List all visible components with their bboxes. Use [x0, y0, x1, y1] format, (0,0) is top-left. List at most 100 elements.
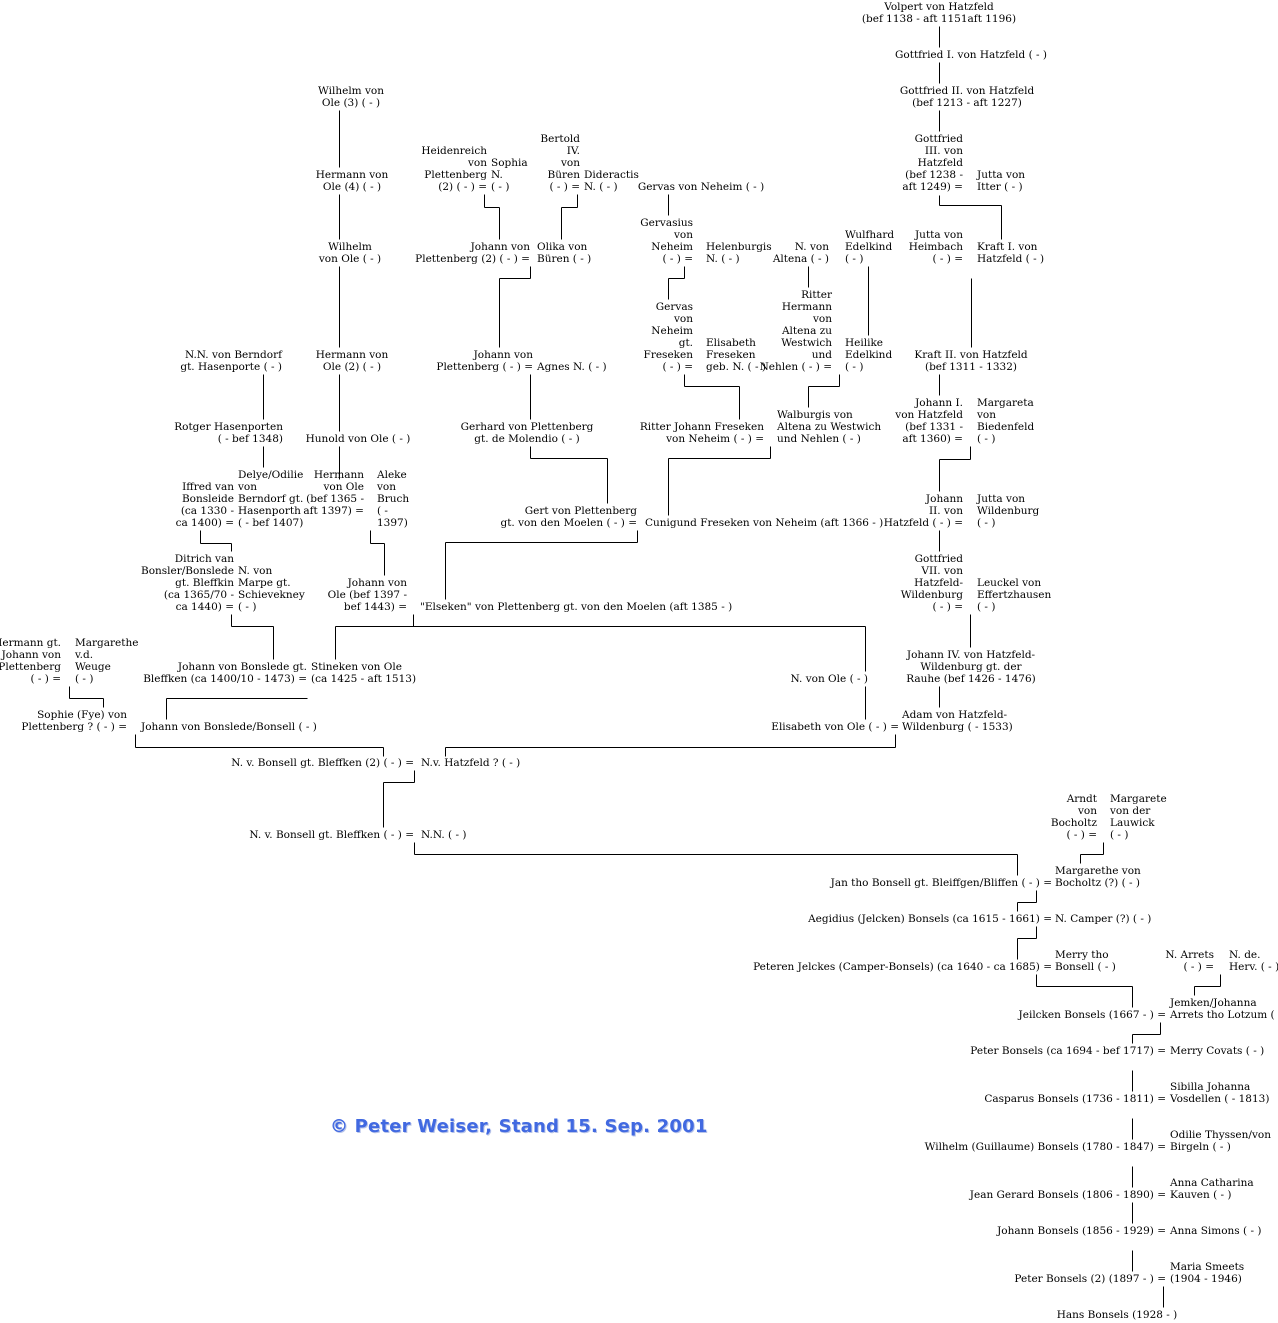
person-text-line: Margareta	[977, 397, 1034, 409]
person-johann-b: Johann Bonsels (1856 - 1929) =	[997, 1225, 1166, 1237]
person-text-line: Kraft I. von	[977, 241, 1038, 253]
person-text-line: Biedenfeld	[977, 421, 1035, 433]
person-text-line: Gerhard von Plettenberg	[460, 421, 594, 433]
person-text-line: Effertzhausen	[977, 589, 1052, 601]
person-text-line: Wildenburg gt. der	[920, 661, 1022, 673]
person-text-line: Ole (4) ( - )	[322, 181, 382, 193]
person-text-line: Neheim	[651, 325, 693, 337]
person-text-line: Heidenreich	[421, 145, 487, 157]
person-text-line: gt. Bleffkin	[175, 577, 234, 589]
person-text-line: Dideractis	[584, 169, 639, 181]
person-merry-covats: Merry Covats ( - )	[1170, 1045, 1264, 1057]
person-text-line: Ritter Johann Freseken	[639, 421, 764, 433]
person-text-line: Bonsleide	[181, 493, 234, 505]
person-text-line: ( - bef 1348)	[217, 433, 283, 445]
person-text-line: aft 1397) =	[303, 505, 364, 517]
person-text-line: ( - ) =	[30, 673, 61, 685]
person-text-line: Margarete	[1110, 793, 1167, 805]
person-text-line: Delye/Odilie	[238, 469, 304, 481]
person-text-line: Helenburgis	[706, 241, 772, 253]
person-johann-bonslede: Johann von Bonslede/Bonsell ( - )	[141, 721, 317, 733]
person-text-line: Gervasius	[640, 217, 693, 229]
person-text-line: Gert von Plettenberg	[524, 505, 637, 517]
person-text-line: Odilie Thyssen/von	[1170, 1129, 1271, 1141]
person-peter2: Peter Bonsels (2) (1897 - ) =	[1014, 1273, 1166, 1285]
person-text-line: Margarethe	[75, 637, 139, 649]
person-text-line: ( - ) =	[662, 361, 693, 373]
person-text-line: Hatzfeld ( - ) =	[883, 517, 963, 529]
person-text-line: Rotger Hasenporten	[174, 421, 283, 433]
person-text-line: Arrets tho Lotzum ( - )	[1170, 1009, 1278, 1021]
person-hans: Hans Bonsels (1928 - )	[1057, 1309, 1178, 1321]
person-text-line: ( - )	[845, 253, 864, 265]
person-text-line: Plettenberg (2) ( - ) =	[415, 253, 530, 265]
person-text-line: Iffred van	[182, 481, 234, 493]
person-gottfried1: Gottfried I. von Hatzfeld ( - )	[895, 49, 1047, 61]
person-text-line: Jutta von	[914, 229, 963, 241]
person-text-line: Johann von Bonslede/Bonsell ( - )	[141, 721, 317, 733]
person-jeilcken: Jeilcken Bonsels (1667 - ) =	[1019, 1009, 1166, 1021]
person-kraft2: Kraft II. von Hatzfeld(bef 1311 - 1332)	[914, 349, 1027, 373]
person-text-line: Freseken	[643, 349, 693, 361]
person-text-line: ( - ) =	[662, 253, 693, 265]
person-text-line: v.d.	[75, 649, 94, 661]
person-text-line: Kauven ( - )	[1170, 1189, 1232, 1201]
person-text-line: von	[812, 313, 832, 325]
person-text-line: ( - ) =	[549, 181, 580, 193]
person-text-line: Agnes N. ( - )	[537, 361, 607, 373]
person-text-line: Jeilcken Bonsels (1667 - ) =	[1018, 1009, 1166, 1021]
person-text-line: von	[238, 481, 258, 493]
person-text-line: Anna Simons ( - )	[1170, 1225, 1262, 1237]
person-casparus: Casparus Bonsels (1736 - 1811) =	[984, 1093, 1166, 1105]
person-text-line: III. von	[924, 145, 963, 157]
person-maria: Maria Smeets(1904 - 1946)	[1170, 1261, 1244, 1285]
person-text-line: (bef 1138 - aft 1151aft 1196)	[861, 13, 1017, 25]
person-text-line: Margarethe von	[1055, 865, 1141, 877]
person-nvhatzfeld: N.v. Hatzfeld ? ( - )	[421, 757, 520, 769]
person-text-line: Heimbach	[908, 241, 963, 253]
person-text-line: von Neheim ( - ) =	[666, 433, 764, 445]
person-text-line: Edelkind	[845, 241, 893, 253]
person-text-line: Heilike	[845, 337, 884, 349]
person-text-line: Westwich	[781, 337, 832, 349]
person-text-line: Bonsler/Bonslede	[140, 565, 234, 577]
person-text-line: Kraft II. von Hatzfeld	[914, 349, 1028, 361]
person-text-line: Neheim	[651, 241, 693, 253]
person-text-line: Rauhe (bef 1426 - 1476)	[906, 673, 1036, 685]
person-text-line: Gottfried II. von Hatzfeld	[899, 85, 1035, 97]
person-text-line: Plettenberg ( - ) =	[436, 361, 533, 373]
person-text-line: Marpe gt.	[238, 577, 291, 589]
person-text-line: Hatzfeld-	[914, 577, 963, 589]
person-text-line: ca 1400) =	[175, 517, 234, 529]
person-text-line: Johann von Bonslede gt.	[177, 661, 307, 673]
person-text-line: von	[977, 409, 997, 421]
person-text-line: Anna Catharina	[1170, 1177, 1254, 1189]
person-text-line: Hermann von	[315, 349, 389, 361]
person-text-line: Johann I.	[915, 397, 963, 409]
person-cunigund: Cunigund Freseken von Neheim (aft 1366 -…	[645, 517, 883, 529]
person-text-line: Aegidius (Jelcken) Bonsels (ca 1615 - 16…	[808, 913, 1052, 925]
person-text-line: Wilhelm von	[318, 85, 384, 97]
person-text-line: N. v. Bonsell gt. Bleffken (2) ( - ) =	[231, 757, 414, 769]
